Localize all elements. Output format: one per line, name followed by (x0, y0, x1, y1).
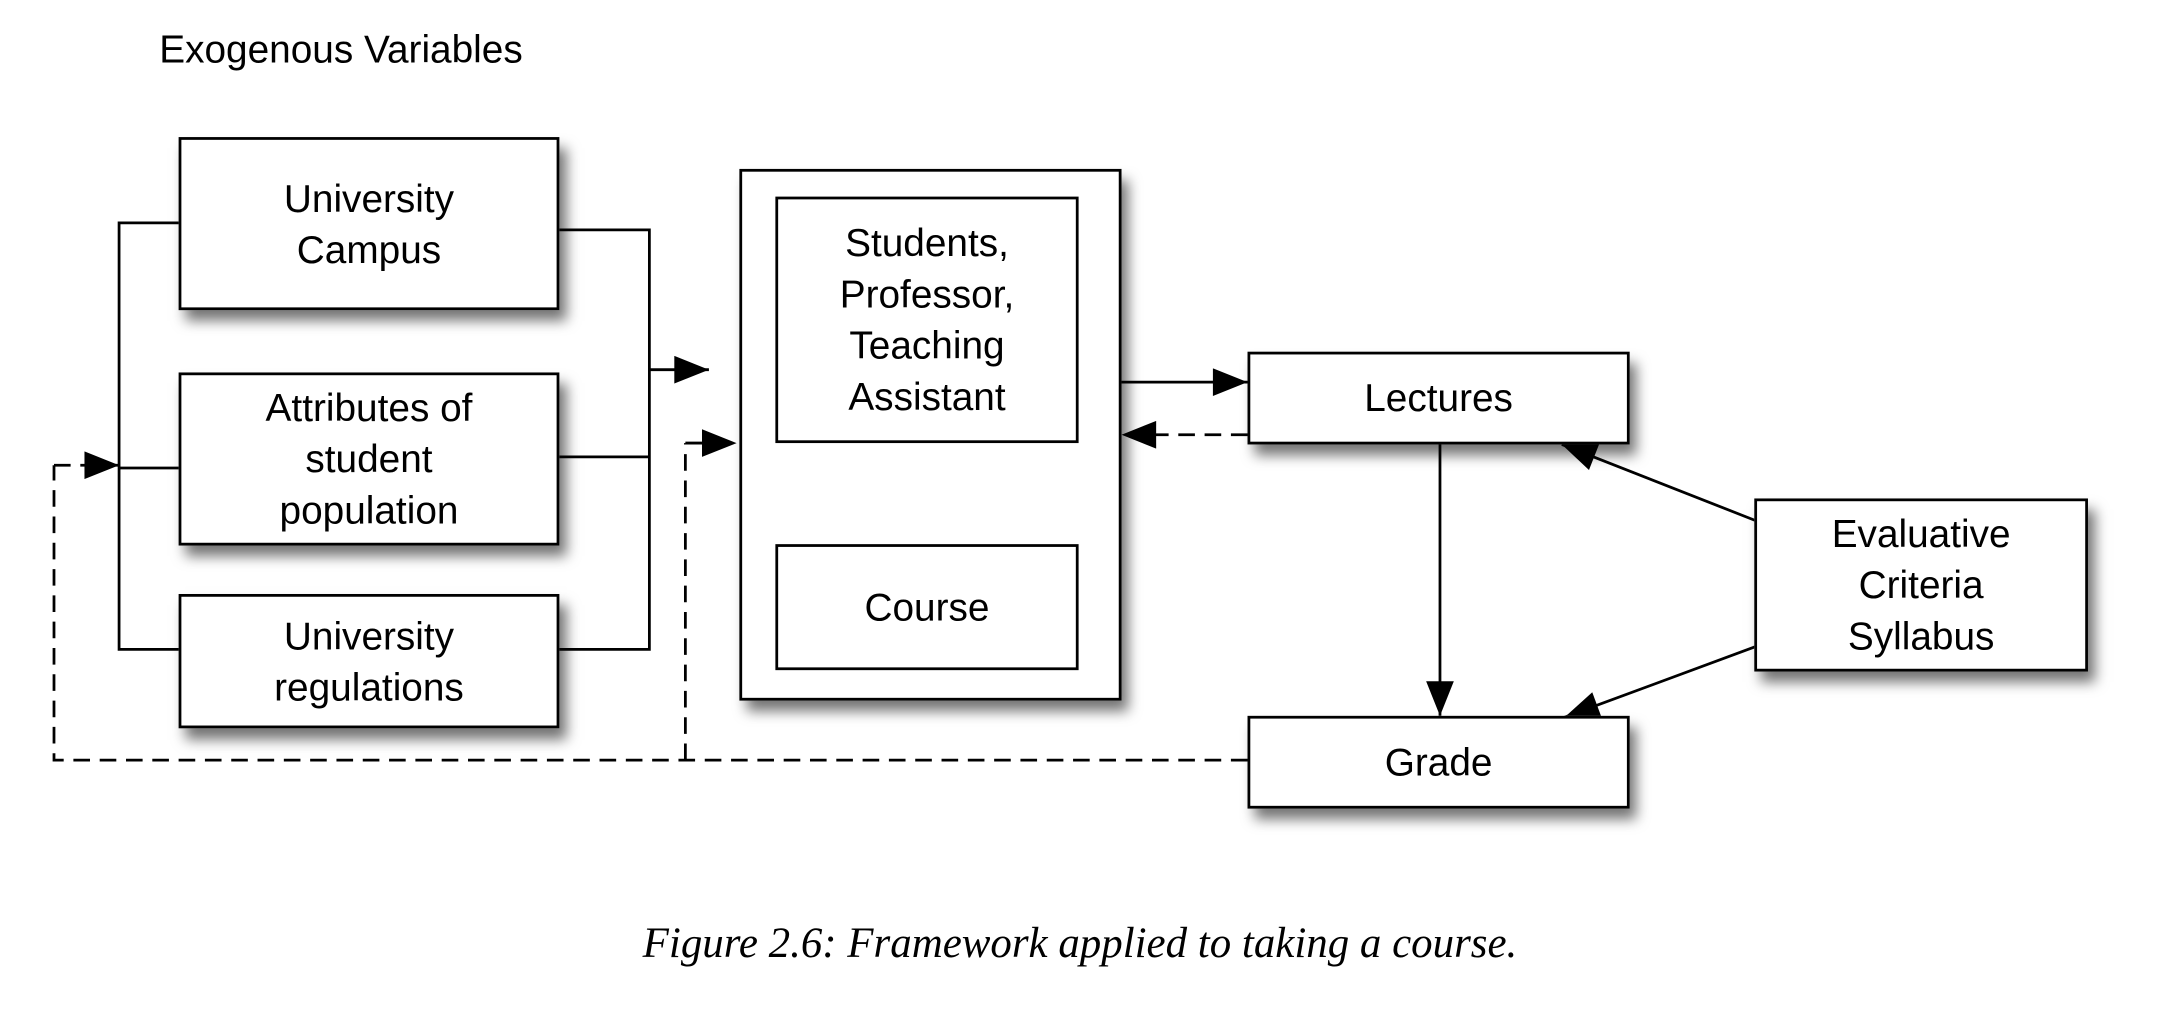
evaluative-criteria-box: Evaluative Criteria Syllabus (1754, 498, 2088, 672)
university-campus-box: University Campus (178, 137, 560, 311)
students-professor-ta-box: Students, Professor, Teaching Assistant (775, 196, 1079, 444)
attributes-student-population-label: Attributes of student population (265, 386, 473, 532)
criteria-to-lectures-arrow (1561, 443, 1757, 522)
criteria-to-grade-arrow (1564, 645, 1757, 719)
university-regulations-label: University regulations (274, 614, 464, 709)
lectures-label: Lectures (1364, 376, 1513, 420)
grade-label: Grade (1384, 740, 1493, 784)
university-regulations-box: University regulations (178, 593, 560, 729)
attributes-student-population-box: Attributes of student population (178, 372, 560, 546)
lectures-box: Lectures (1247, 351, 1630, 445)
course-box: Course (775, 544, 1079, 671)
university-campus-label: University Campus (283, 176, 455, 271)
evaluative-criteria-label: Evaluative Criteria Syllabus (1831, 512, 2011, 658)
left-bracket-line (117, 221, 180, 651)
course-label: Course (864, 585, 990, 629)
students-professor-ta-label: Students, Professor, Teaching Assistant (839, 221, 1015, 419)
figure-caption: Figure 2.6: Framework applied to taking … (642, 917, 1518, 967)
grade-box: Grade (1247, 715, 1630, 809)
right-bracket-line (557, 228, 651, 651)
exogenous-variables-heading: Exogenous Variables (159, 27, 523, 71)
grade-feedback-dashed-line (52, 465, 1248, 762)
